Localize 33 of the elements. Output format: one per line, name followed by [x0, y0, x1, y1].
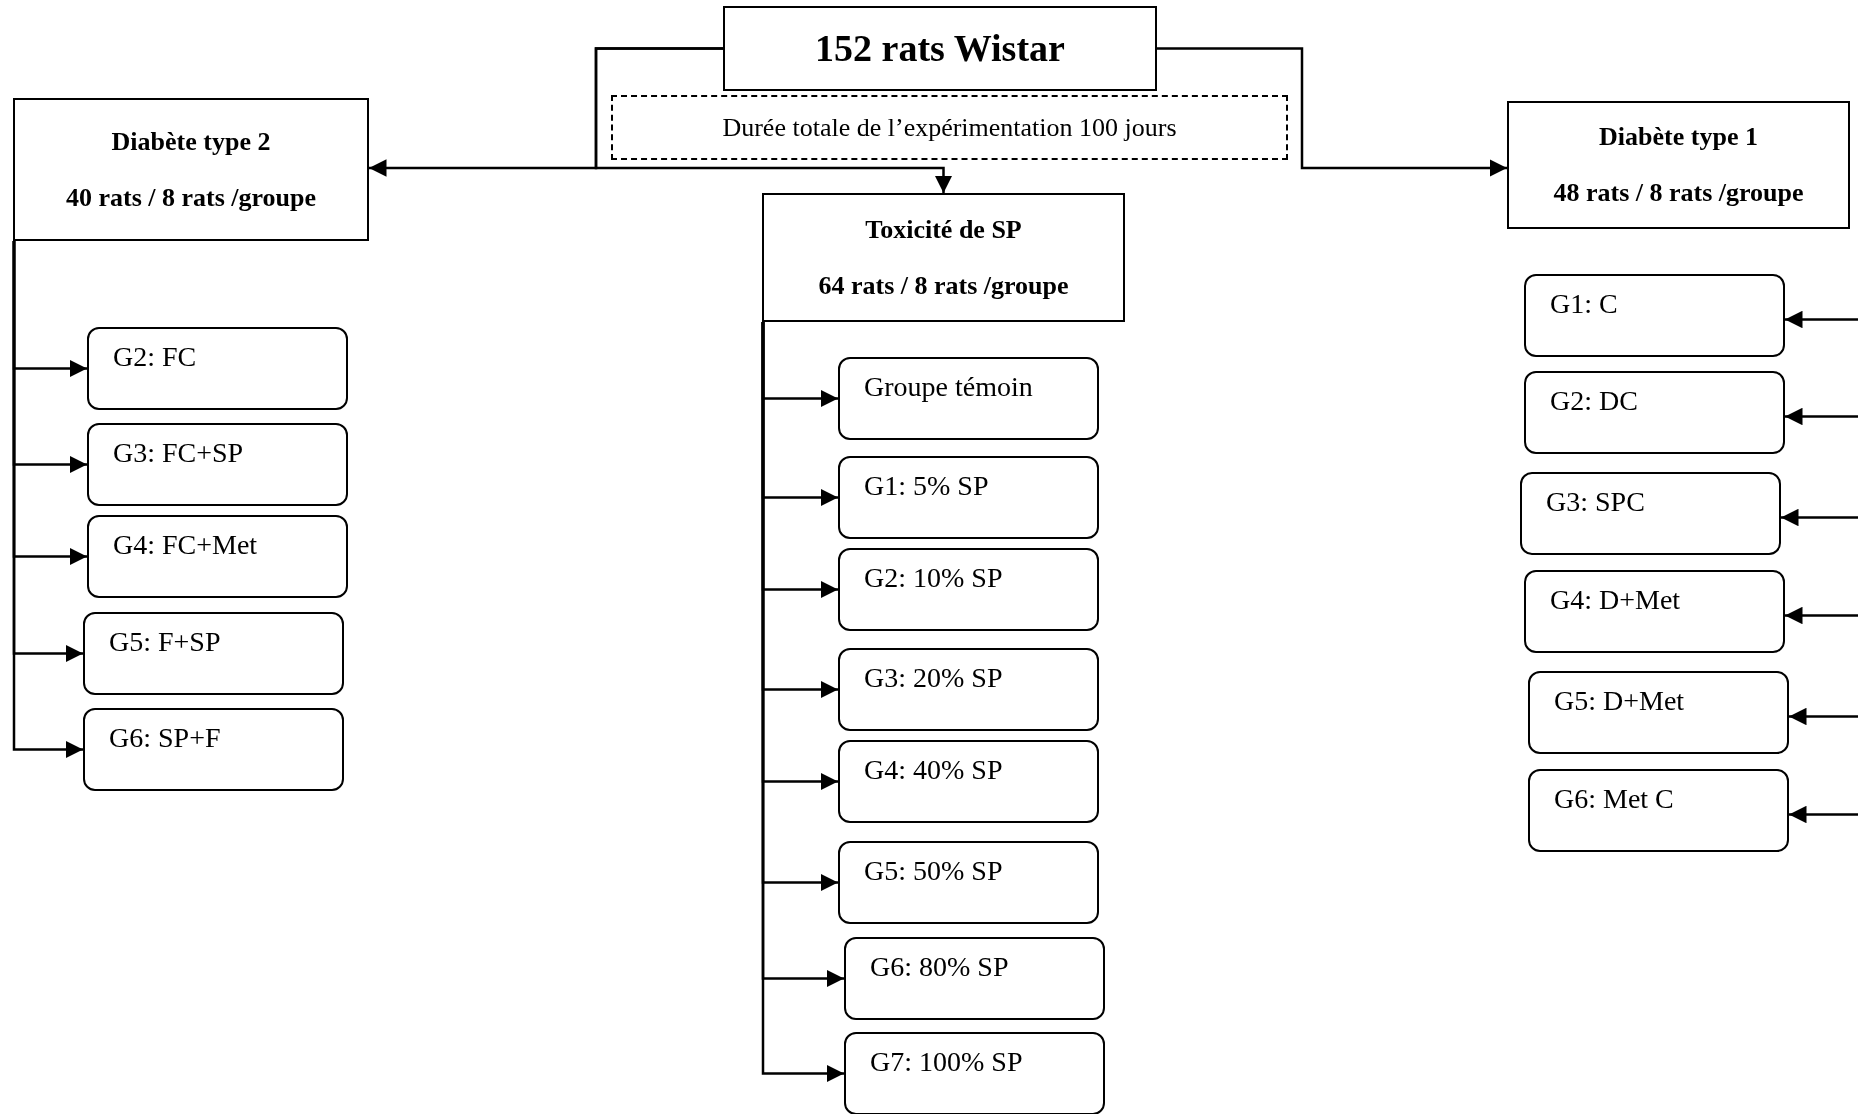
arrow — [1785, 606, 1858, 625]
category-box — [1507, 101, 1850, 229]
group-box — [1524, 274, 1785, 357]
group-box — [838, 548, 1099, 631]
arrow — [1781, 508, 1858, 527]
group-box — [838, 648, 1099, 731]
duration-box — [611, 95, 1288, 160]
group-box — [1528, 769, 1789, 852]
group-box — [87, 327, 348, 410]
group-box — [844, 1032, 1105, 1114]
group-box — [1520, 472, 1781, 555]
group-box — [1524, 371, 1785, 454]
group-box — [1524, 570, 1785, 653]
arrow — [1789, 707, 1858, 726]
group-box — [838, 841, 1099, 924]
group-box — [83, 708, 344, 791]
group-box — [838, 357, 1099, 440]
arrow — [12, 241, 83, 759]
group-box — [87, 515, 348, 598]
arrow — [1789, 805, 1858, 824]
arrow — [1785, 310, 1858, 329]
arrow — [1785, 407, 1858, 426]
group-box — [844, 937, 1105, 1020]
arrow — [1157, 47, 1507, 177]
category-box — [723, 6, 1157, 91]
group-box — [838, 740, 1099, 823]
arrow — [594, 47, 953, 193]
group-box — [1528, 671, 1789, 754]
category-box — [762, 193, 1125, 322]
group-box — [87, 423, 348, 506]
category-box — [13, 98, 369, 241]
group-box — [838, 456, 1099, 539]
group-box — [83, 612, 344, 695]
